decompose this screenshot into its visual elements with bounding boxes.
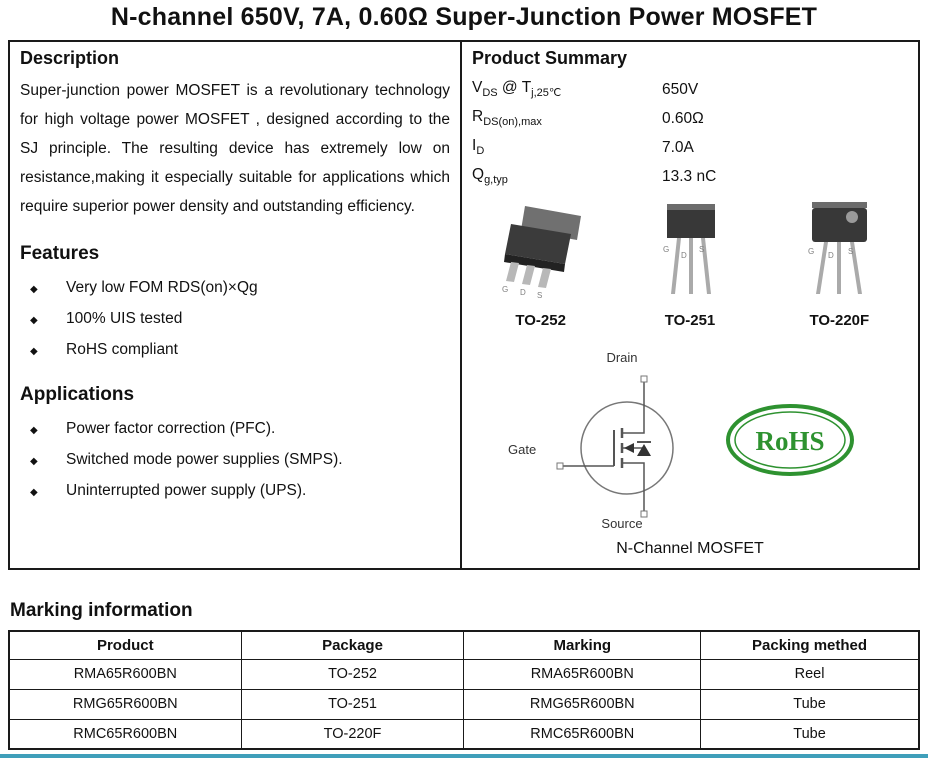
mosfet-symbol-icon [556, 375, 674, 518]
feature-item-label: RoHS compliant [66, 341, 178, 358]
package-figure-to251: G D S TO-251 [615, 194, 764, 329]
svg-text:G: G [808, 247, 814, 256]
package-figure-to252: G D S TO-252 [466, 194, 615, 329]
table-cell: Tube [700, 718, 920, 750]
table-row: RMC65R600BN TO-220F RMC65R600BN Tube [8, 718, 920, 750]
application-item: ◆ Uninterrupted power supply (UPS). [20, 476, 450, 507]
parameter-list: VDS @ Tj,25℃ 650V RDS(on),max 0.60Ω ID 7… [472, 75, 918, 191]
parameter-value: 13.3 nC [662, 167, 717, 185]
applications-heading: Applications [20, 384, 135, 405]
diamond-bullet-icon: ◆ [30, 425, 38, 436]
svg-text:S: S [537, 291, 542, 299]
table-cell: RMC65R600BN [463, 718, 702, 750]
table-cell: RMC65R600BN [8, 718, 242, 750]
column-header-marking: Marking [463, 630, 702, 660]
parameter-value: 7.0A [662, 138, 694, 156]
package-label: TO-251 [664, 312, 716, 329]
column-header-product: Product [8, 630, 242, 660]
column-header-packing: Packing methed [700, 630, 920, 660]
to-220f-package-image: G D S [808, 202, 867, 294]
svg-text:G: G [663, 245, 669, 254]
application-item: ◆ Switched mode power supplies (SMPS). [20, 445, 450, 476]
table-cell: Reel [700, 658, 920, 690]
table-cell: RMG65R600BN [463, 688, 702, 720]
parameter-name: VDS @ Tj,25℃ [472, 79, 562, 100]
page-title: N-channel 650V, 7A, 0.60Ω Super-Junction… [110, 3, 818, 31]
diamond-bullet-icon: ◆ [30, 284, 38, 295]
application-item-label: Power factor correction (PFC). [66, 420, 276, 437]
diamond-bullet-icon: ◆ [30, 456, 38, 467]
marking-heading: Marking information [10, 600, 193, 621]
parameter-name: RDS(on),max [472, 108, 542, 129]
table-cell: RMA65R600BN [463, 658, 702, 690]
table-cell: RMG65R600BN [8, 688, 242, 720]
feature-item: ◆ Very low FOM RDS(on)×Qg [20, 273, 450, 304]
package-label: TO-252 [515, 312, 566, 329]
to-251-package-image: G D S [663, 204, 715, 294]
feature-item-label: 100% UIS tested [66, 310, 183, 327]
svg-text:D: D [681, 251, 687, 260]
feature-item: ◆ 100% UIS tested [20, 304, 450, 335]
svg-text:D: D [828, 251, 834, 260]
application-item: ◆ Power factor correction (PFC). [20, 414, 450, 445]
table-row: RMA65R600BN TO-252 RMA65R600BN Reel [8, 658, 920, 690]
column-header-package: Package [240, 630, 465, 660]
description-heading: Description [20, 48, 120, 68]
package-row: G D S TO-252 G D S [466, 194, 914, 329]
description-text: Super-junction power MOSFET is a revolut… [20, 82, 450, 215]
svg-text:S: S [848, 247, 853, 256]
feature-item-label: Very low FOM RDS(on)×Qg [66, 279, 258, 296]
column-divider [460, 42, 462, 568]
symbol-caption: N-Channel MOSFET [616, 540, 764, 557]
to-252-package-image: G D S [502, 206, 581, 300]
table-cell: TO-251 [240, 688, 465, 720]
table-cell: Tube [700, 688, 920, 720]
parameter-value: 0.60Ω [662, 109, 704, 127]
table-row: RMG65R600BN TO-251 RMG65R600BN Tube [8, 688, 920, 720]
diamond-bullet-icon: ◆ [30, 487, 38, 498]
table-cell: TO-220F [240, 718, 465, 750]
svg-text:G: G [502, 285, 508, 294]
left-column: Description Super-junction power MOSFET … [10, 42, 460, 568]
parameter-row: RDS(on),max 0.60Ω [472, 104, 918, 133]
summary-box: Description Super-junction power MOSFET … [8, 40, 920, 570]
parameter-row: VDS @ Tj,25℃ 650V [472, 75, 918, 104]
table-cell: TO-252 [240, 658, 465, 690]
table-header-row: Product Package Marking Packing methed [8, 630, 920, 660]
source-label: Source [601, 516, 643, 531]
gate-label: Gate [508, 442, 537, 457]
svg-text:S: S [699, 245, 704, 254]
drain-label: Drain [606, 350, 638, 365]
diamond-bullet-icon: ◆ [30, 346, 38, 357]
parameter-name: Qg,typ [472, 166, 508, 187]
features-heading: Features [20, 243, 100, 264]
parameter-value: 650V [662, 80, 699, 98]
right-column: Product Summary VDS @ Tj,25℃ 650V RDS(on… [462, 42, 918, 568]
mosfet-symbol-figure: Drain [502, 350, 742, 580]
svg-text:RoHS: RoHS [755, 426, 824, 456]
parameter-name: ID [472, 137, 485, 158]
rohs-logo-icon: RoHS [726, 404, 854, 476]
package-label: TO-220F [809, 312, 870, 329]
package-figure-to220f: G D S TO-220F [765, 194, 914, 329]
parameter-row: Qg,typ 13.3 nC [472, 162, 918, 191]
application-item-label: Uninterrupted power supply (UPS). [66, 482, 307, 499]
parameter-row: ID 7.0A [472, 133, 918, 162]
product-summary-heading: Product Summary [472, 48, 628, 68]
svg-text:D: D [520, 288, 526, 297]
table-cell: RMA65R600BN [8, 658, 242, 690]
marking-table: Product Package Marking Packing methed R… [8, 630, 920, 750]
footer-accent-bar [0, 754, 928, 758]
application-item-label: Switched mode power supplies (SMPS). [66, 451, 343, 468]
diamond-bullet-icon: ◆ [30, 315, 38, 326]
feature-item: ◆ RoHS compliant [20, 335, 450, 366]
